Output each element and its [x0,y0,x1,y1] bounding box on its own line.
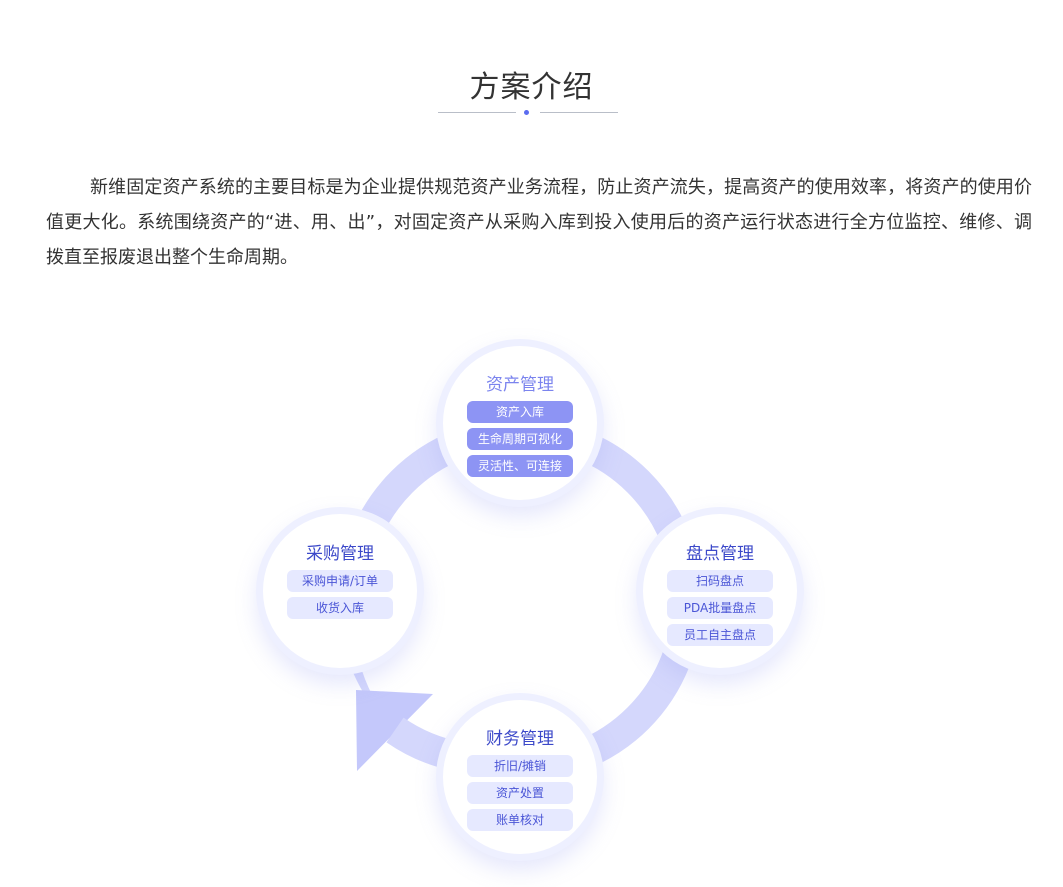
page-title: 方案介绍 [469,70,594,105]
tag-finance-item: 账单核对 [467,809,573,831]
tag-inventory-item: 员工自主盘点 [667,624,773,646]
tag-inventory-item: PDA批量盘点 [667,597,773,619]
tag-finance-item: 折旧/摊销 [467,755,573,777]
title-divider-right [540,112,618,113]
tag-inventory-item: 扫码盘点 [667,570,773,592]
intro-paragraph: 新维固定资产系统的主要目标是为企业提供规范资产业务流程，防止资产流失，提高资产的… [46,177,1032,268]
node-asset-management: 资产管理 资产入库 生命周期可视化 灵活性、可连接 [443,346,597,500]
node-title-asset: 资产管理 [486,375,554,395]
tag-purchase-item: 采购申请/订单 [287,570,393,592]
tag-purchase-item: 收货入库 [287,597,393,619]
node-title-purchase: 采购管理 [306,544,374,564]
tag-finance-item: 资产处置 [467,782,573,804]
cycle-arrowhead [356,690,433,771]
title-divider-left [438,112,516,113]
node-title-inventory: 盘点管理 [686,544,754,564]
tag-asset-item: 资产入库 [467,401,573,423]
title-divider-dot [524,110,529,115]
ring-gap-mask [355,636,463,770]
node-inventory-management: 盘点管理 扫码盘点 PDA批量盘点 员工自主盘点 [643,514,797,668]
tag-asset-item: 生命周期可视化 [467,428,573,450]
node-purchase-management: 采购管理 采购申请/订单 收货入库 [263,514,417,668]
tag-asset-item: 灵活性、可连接 [467,455,573,477]
node-finance-management: 财务管理 折旧/摊销 资产处置 账单核对 [443,700,597,854]
node-title-finance: 财务管理 [486,729,554,749]
